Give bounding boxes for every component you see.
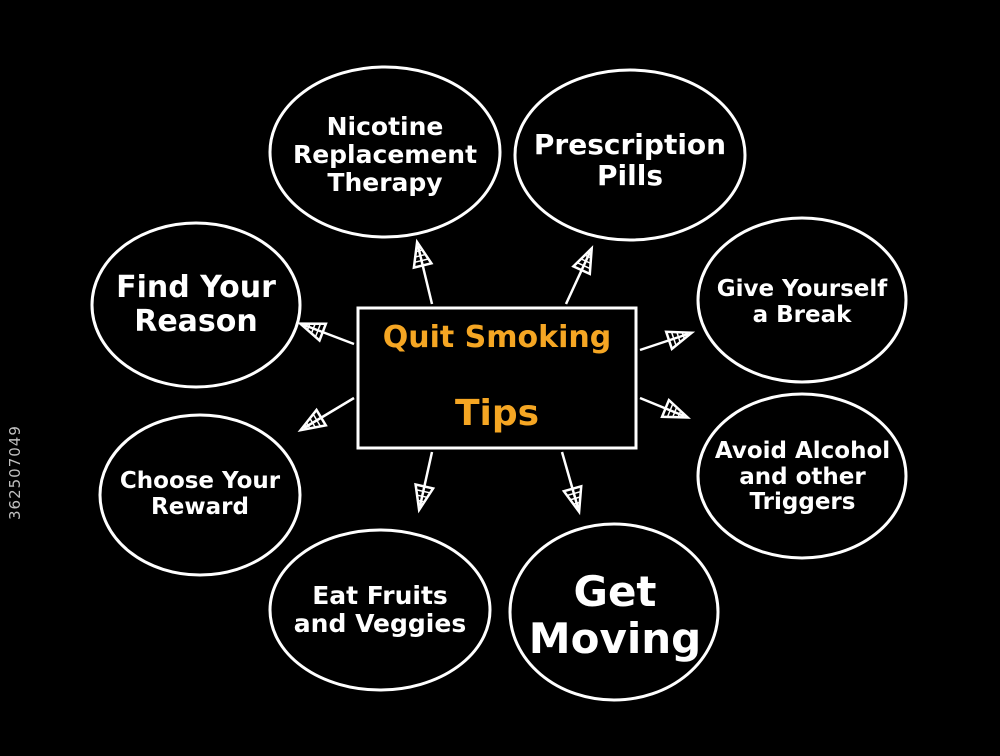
- arrowhead-break: [664, 330, 696, 352]
- arrowhead-hatch-reason: [310, 324, 316, 334]
- watermark-id: 362507049: [6, 425, 24, 520]
- center-title-line1: Quit Smoking: [382, 320, 612, 356]
- arrowhead-hatch-prescription: [585, 254, 591, 259]
- node-find-reason: Find Your Reason: [116, 270, 276, 339]
- node-prescription-pills: Prescription Pills: [533, 127, 727, 192]
- arrowhead-reward: [297, 407, 328, 432]
- center-title: Quit Smoking Tips: [360, 318, 634, 438]
- arrowhead-hatch-reward: [312, 414, 321, 427]
- node-get-moving: Get Moving: [528, 566, 702, 663]
- ellipse-reason: [90, 221, 302, 389]
- arrowhead-fruits: [414, 482, 436, 514]
- connector-break: [639, 332, 689, 352]
- ellipse-fruits: [268, 528, 492, 692]
- connector-reward: [303, 396, 355, 430]
- arrowhead-hatch-reason: [307, 324, 311, 330]
- arrowhead-hatch-reason: [314, 323, 322, 337]
- arrowhead-reason: [296, 322, 328, 343]
- node-eat-fruits: Eat Fruits and Veggies: [293, 581, 467, 638]
- arrowhead-hatch-fruits: [416, 489, 430, 494]
- arrowhead-hatch-break: [670, 332, 677, 346]
- connector-alcohol: [639, 396, 685, 418]
- arrowhead-hatch-fruits: [417, 494, 427, 498]
- arrowhead-hatch-moving: [570, 496, 580, 501]
- node-give-yourself-break: Give Yourself a Break: [716, 276, 888, 328]
- ellipse-prescription: [513, 68, 747, 242]
- arrowhead-hatch-fruits: [418, 499, 424, 503]
- arrowhead-hatch-break: [676, 332, 681, 342]
- arrowhead-alcohol: [660, 397, 691, 419]
- center-box: [356, 306, 638, 450]
- arrowhead-hatch-reward: [309, 418, 316, 428]
- ellipse-alcohol: [696, 392, 908, 560]
- node-choose-reward: Choose Your Reward: [119, 468, 281, 520]
- arrowhead-hatch-nicotine: [414, 258, 429, 263]
- arrowhead-hatch-nicotine: [416, 249, 422, 253]
- arrowhead-hatch-nicotine: [415, 253, 425, 258]
- arrowhead-nicotine: [412, 238, 434, 270]
- arrowhead-hatch-reward: [306, 423, 311, 428]
- ellipse-nicotine: [268, 65, 502, 239]
- arrowhead-hatch-alcohol: [672, 407, 678, 417]
- connector-fruits: [418, 451, 434, 507]
- arrowhead-hatch-alcohol: [677, 411, 681, 417]
- arrowhead-hatch-alcohol: [666, 403, 674, 417]
- arrowhead-moving: [561, 484, 583, 516]
- center-title-line2: Tips: [454, 393, 540, 435]
- arrowhead-hatch-moving: [574, 501, 580, 505]
- connector-reason: [303, 323, 355, 346]
- ellipse-moving: [508, 522, 720, 702]
- arrowhead-hatch-break: [681, 333, 685, 338]
- node-nicotine-replacement: Nicotine Replacement Therapy: [292, 112, 478, 197]
- ellipse-reward: [98, 413, 302, 577]
- node-avoid-alcohol: Avoid Alcohol and other Triggers: [714, 437, 891, 516]
- arrowhead-hatch-prescription: [577, 262, 591, 270]
- arrowhead-hatch-moving: [567, 490, 581, 497]
- arrowhead-prescription: [571, 245, 594, 276]
- ellipse-break: [696, 216, 908, 384]
- arrowhead-hatch-prescription: [581, 258, 591, 264]
